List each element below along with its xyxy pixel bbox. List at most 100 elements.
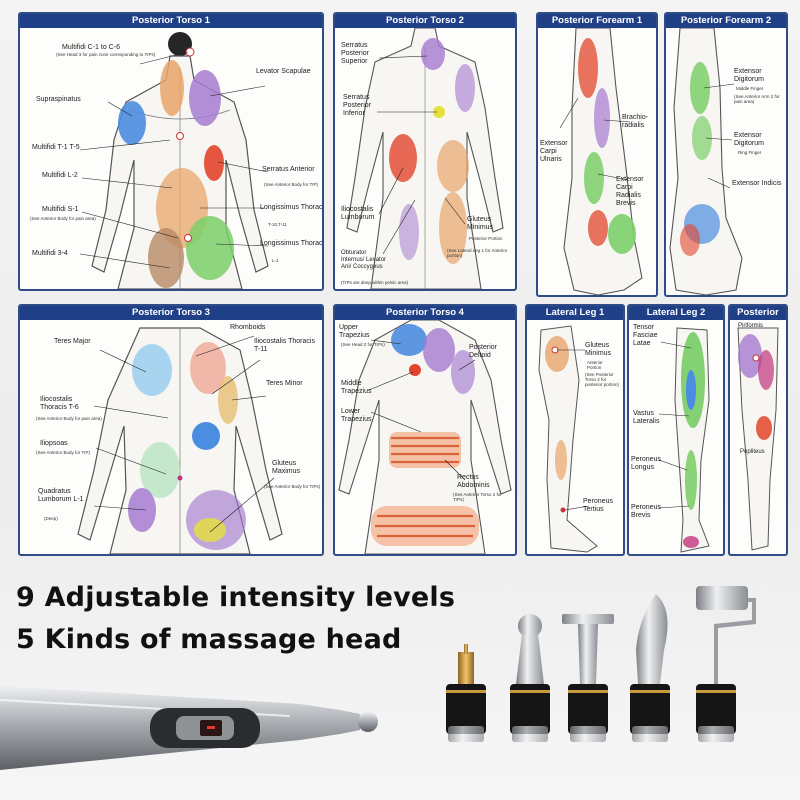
label-supraspinatus: Supraspinatus bbox=[36, 96, 81, 103]
label-iliocostalis-lumborum: Iliocostalis Lumborum bbox=[341, 206, 375, 221]
note: (See Anterior Body for pain area) bbox=[36, 416, 102, 421]
posterior-torso-figure bbox=[79, 32, 269, 289]
panel-posterior-torso-3: Posterior Torso 3 Teres Major Rhomboids … bbox=[18, 304, 324, 556]
label-extensor-digitorum-1: Extensor Digitorum bbox=[734, 68, 764, 83]
label-iliocostalis-thoracis-t6: Iliocostalis Thoracis T-6 bbox=[40, 396, 79, 411]
lateral-leg-figure bbox=[658, 327, 710, 553]
note: (See Anterior Body for pain area) bbox=[30, 216, 96, 221]
note: (See Head 3 for pain zone corresponding … bbox=[56, 52, 156, 57]
label-rectus-abdominis: Rectus Abdominis bbox=[457, 474, 490, 489]
panel-posterior-torso-2: Posterior Torso 2 Serratus Posterior Sup… bbox=[333, 12, 517, 291]
label-obturator-internus: Obturator Internus/ Levator Ani/ Coccyge… bbox=[341, 250, 387, 270]
note: (See Anterior Torso 2 for TrPs) bbox=[453, 492, 502, 502]
label-iliocostalis-thoracis-t11: Iliocostalis Thoracis T-11 bbox=[254, 338, 315, 353]
label-iliopsoas: Iliopsoas bbox=[40, 440, 68, 447]
note: (See Anterior Body for TrP) bbox=[264, 182, 319, 187]
label-levator-scapulae: Levator Scapulae bbox=[256, 68, 311, 75]
panel-lateral-leg-1: Lateral Leg 1 Gluteus Minimus Anterior P… bbox=[525, 304, 625, 556]
label-gluteus-minimus: Gluteus Minimus bbox=[585, 342, 612, 357]
label-rhomboids: Rhomboids bbox=[230, 324, 266, 331]
label-multifidi-t1-t5: Multifidi T-1 T-5 bbox=[32, 144, 80, 151]
pen-graphic bbox=[0, 686, 378, 770]
leg-figure: Tensor Fasciae Latae Vastus Lateralis Pe… bbox=[629, 320, 723, 554]
forearm-figure bbox=[559, 28, 643, 295]
label-serratus-posterior-inferior: Serratus Posterior Inferior bbox=[343, 94, 372, 117]
roller-head bbox=[696, 586, 756, 742]
label-extensor-carpi-ulnaris: Extensor Carpi Ulnaris bbox=[540, 140, 568, 163]
note: (See Head 2 for TrPs) bbox=[341, 342, 385, 347]
label-extensor-carpi-radialis-brevis: Extensor Carpi Radialis Brevis bbox=[616, 176, 644, 207]
label-multifidi-3-4: Multifidi 3-4 bbox=[32, 250, 68, 257]
label-teres-minor: Teres Minor bbox=[266, 380, 303, 387]
note: (See Lateral Leg 1 for Anterior portion) bbox=[447, 248, 508, 258]
leg-figure: Piriformis Popliteus bbox=[730, 320, 786, 554]
label-serratus-posterior-superior: Serratus Posterior Superior bbox=[341, 42, 370, 65]
label-peroneus-tertius: Peroneus Tertius bbox=[583, 498, 613, 513]
panel-title: Posterior Torso 1 bbox=[20, 14, 322, 28]
label-peroneus-brevis: Peroneus Brevis bbox=[631, 504, 661, 519]
flat-disc-head bbox=[562, 614, 614, 742]
label-gluteus-minimus: Gluteus Minimus bbox=[467, 216, 494, 231]
note: L-1 bbox=[272, 258, 279, 263]
panel-title: Posterior Torso 2 bbox=[335, 14, 515, 28]
label-vastus-lateralis: Vastus Lateralis bbox=[633, 410, 660, 425]
body-figure: Upper Trapezius (See Head 2 for TrPs) Po… bbox=[335, 320, 515, 554]
lateral-leg-figure bbox=[538, 325, 598, 553]
note: (Deep) bbox=[44, 516, 58, 521]
note: Posterior Portion bbox=[469, 236, 503, 241]
headline-massage-heads: 5 Kinds of massage head bbox=[16, 624, 402, 655]
massage-heads-graphic bbox=[446, 586, 756, 742]
label-serratus-anterior: Serratus Anterior bbox=[262, 166, 315, 173]
panel-title: Posterior Forearm 2 bbox=[666, 14, 786, 28]
label-multifidi-l2: Multifidi L-2 bbox=[42, 172, 78, 179]
panel-title: Posterior bbox=[730, 306, 786, 320]
label-quadratus-lumborum: Quadratus Lumborum L-1 bbox=[38, 488, 84, 503]
panel-title: Posterior Forearm 1 bbox=[538, 14, 656, 28]
panel-title: Posterior Torso 4 bbox=[335, 306, 515, 320]
arm-figure: Extensor Digitorum Middle Finger (See An… bbox=[666, 28, 786, 295]
body-figure: Serratus Posterior Superior Serratus Pos… bbox=[335, 28, 515, 289]
label-teres-major: Teres Major bbox=[54, 338, 91, 345]
panel-posterior-torso-1: Posterior Torso 1 Multifid bbox=[18, 12, 324, 291]
label-peroneus-longus: Peroneus Longus bbox=[631, 456, 661, 471]
brass-tip-head bbox=[446, 644, 486, 742]
posterior-torso-figure bbox=[77, 327, 283, 554]
note: Ring Finger bbox=[738, 150, 762, 155]
note: (TrPs are deep within pelvic area) bbox=[341, 280, 409, 285]
posterior-torso-figure bbox=[338, 320, 512, 554]
label-lower-trapezius: Lower Trapezius bbox=[341, 408, 372, 423]
body-figure: Multifidi C-1 to C-6 (See Head 3 for pai… bbox=[20, 28, 322, 289]
label-middle-trapezius: Middle Trapezius bbox=[341, 380, 372, 395]
label-multifidi-s1: Multifidi S-1 bbox=[42, 206, 79, 213]
posterior-torso-figure bbox=[346, 28, 504, 289]
panel-lateral-leg-2: Lateral Leg 2 Tensor Fasciae Latae Vastu… bbox=[627, 304, 725, 556]
panel-posterior-forearm-2: Posterior Forearm 2 Extensor Digitorum M… bbox=[664, 12, 788, 297]
panel-title: Posterior Torso 3 bbox=[20, 306, 322, 320]
note: Anterior Portion bbox=[587, 360, 603, 370]
massage-heads-group bbox=[438, 580, 778, 760]
panel-title: Lateral Leg 2 bbox=[629, 306, 723, 320]
label-piriformis: Piriformis bbox=[738, 323, 763, 329]
label-longissimus-thoracis-2: Longissimus Thoracis bbox=[260, 240, 324, 247]
panel-title: Lateral Leg 1 bbox=[527, 306, 623, 320]
note: (See Anterior Body for TrPs) bbox=[264, 484, 321, 489]
note: Middle Finger bbox=[736, 86, 764, 91]
label-extensor-indicis: Extensor Indicis bbox=[732, 180, 782, 187]
note: T-10,T-11 bbox=[268, 222, 287, 227]
label-popliteus: Popliteus bbox=[740, 449, 765, 455]
headline-intensity-levels: 9 Adjustable intensity levels bbox=[16, 582, 456, 613]
scraper-blade-head bbox=[630, 594, 670, 742]
note: (See Anterior Arm 2 for pain area) bbox=[734, 94, 780, 104]
label-upper-trapezius: Upper Trapezius bbox=[339, 324, 370, 339]
note: (See Anterior Body for TrP) bbox=[36, 450, 91, 455]
label-tensor-fasciae-latae: Tensor Fasciae Latae bbox=[633, 324, 658, 347]
label-brachioradialis: Brachio- radialis bbox=[622, 114, 649, 129]
leg-figure: Gluteus Minimus Anterior Portion (See Po… bbox=[527, 320, 623, 554]
label-posterior-deltoid: Posterior Deltoid bbox=[469, 344, 498, 359]
label-longissimus-thoracis-1: Longissimus Thoracis bbox=[260, 204, 324, 211]
acupuncture-pen-icon bbox=[0, 660, 390, 770]
panel-posterior-torso-4: Posterior Torso 4 Upper Trape bbox=[333, 304, 517, 556]
posterior-leg-figure bbox=[737, 327, 779, 551]
label-extensor-digitorum-2: Extensor Digitorum bbox=[734, 132, 764, 147]
ball-head bbox=[510, 614, 550, 742]
